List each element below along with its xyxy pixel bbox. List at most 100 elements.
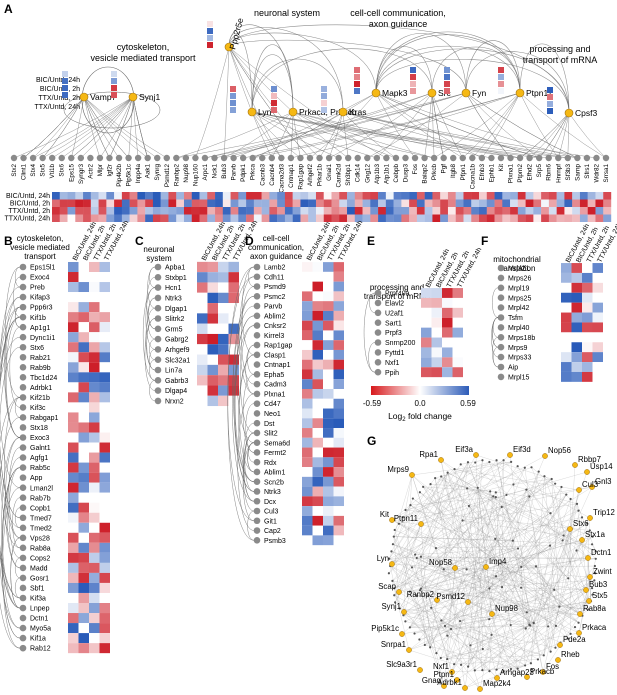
heatmap-cell	[561, 352, 572, 363]
a-hub-label: Prkaca, Prkacb	[299, 107, 357, 117]
heatmap-cell	[312, 359, 323, 370]
gene-node	[253, 332, 261, 339]
a-heatmap-cell	[114, 199, 123, 207]
g-edge	[501, 506, 534, 624]
g-edge	[420, 556, 596, 559]
a-heatmap-cell	[323, 192, 332, 200]
a-heatmap-cell	[385, 207, 394, 215]
heatmap-cell	[442, 307, 453, 318]
a-heatmap-cell	[510, 192, 519, 200]
g-small-node	[547, 625, 550, 628]
g-small-node	[473, 669, 476, 672]
g-small-node	[397, 522, 401, 525]
a-target-label: Prkcb	[431, 164, 438, 181]
heatmap-cell	[197, 344, 208, 355]
gene-node	[154, 377, 162, 384]
heatmap-cell	[207, 333, 218, 345]
heatmap-cell	[89, 322, 100, 333]
a-heatmap-cell	[269, 199, 278, 207]
heatmap-cell	[228, 292, 239, 304]
heatmap-cell	[68, 452, 79, 463]
g-edge	[479, 600, 590, 690]
gene-node	[253, 341, 261, 349]
g-edge	[517, 471, 588, 669]
a-edge	[319, 111, 344, 159]
a-heatmap-cell	[222, 199, 231, 207]
gene-label: Dync1i1	[30, 335, 55, 342]
a-heatmap-cell	[191, 214, 200, 222]
gene-node	[19, 323, 27, 331]
g-labeled-node	[434, 597, 440, 603]
g-edge	[393, 536, 400, 609]
g-edge	[411, 461, 512, 476]
category-cytoskeleton-line1: cytoskeleton,	[117, 42, 170, 52]
a-heatmap-cell	[440, 199, 449, 207]
a-heatmap-cell	[393, 192, 402, 200]
a-heatmap-cell	[517, 199, 526, 207]
heatmap-cell	[68, 362, 79, 373]
a-hub-label: Mapk3	[382, 88, 408, 98]
heatmap-cell	[99, 623, 110, 634]
heatmap-cell	[99, 392, 110, 403]
gene-node	[253, 527, 261, 534]
heatmap-cell	[442, 288, 453, 298]
heatmap-cell	[302, 262, 313, 272]
gene-node	[253, 283, 261, 290]
heatmap-cell	[78, 512, 89, 523]
a-target-node	[574, 154, 581, 162]
a-heatmap-cell	[284, 199, 293, 207]
g-edge	[430, 506, 502, 648]
heatmap-cell	[312, 291, 323, 302]
a-target-node	[259, 154, 266, 162]
g-small-node	[409, 503, 412, 507]
gene-label: Nxf1	[385, 360, 400, 367]
g-edge	[403, 615, 556, 648]
a-condition-label: TTX/Untd, 2h	[38, 95, 80, 102]
a-heatmap-cell	[393, 199, 402, 207]
heatmap-cell	[323, 379, 334, 389]
heatmap-cell	[99, 332, 110, 343]
a-edge	[433, 92, 521, 159]
a-heatmap-cell	[471, 199, 480, 207]
heatmap-cell	[452, 288, 463, 298]
gene-arc	[245, 403, 255, 453]
a-heatmap-cell	[199, 207, 208, 215]
a-edge	[375, 92, 540, 159]
a-heatmap-cell	[424, 214, 433, 222]
g-edge	[542, 517, 583, 673]
heatmap-cell	[68, 542, 79, 553]
heatmap-cell	[582, 312, 593, 323]
heatmap-cell	[323, 301, 334, 311]
a-hub-cell	[354, 74, 360, 80]
g-edge	[443, 565, 595, 570]
a-target-node	[526, 154, 533, 162]
gene-node	[19, 384, 27, 391]
a-edge	[567, 112, 570, 159]
heatmap-cell	[89, 542, 100, 553]
a-heatmap-cell	[347, 214, 355, 222]
heatmap-cell	[323, 457, 334, 468]
a-heatmap-cell	[52, 199, 60, 207]
a-heatmap-cell	[354, 199, 363, 207]
a-target-node	[154, 154, 161, 162]
g-edge	[411, 567, 587, 591]
g-small-node	[558, 605, 561, 608]
heatmap-cell	[571, 292, 582, 303]
heatmap-cell	[571, 263, 582, 273]
a-target-node	[182, 154, 190, 162]
heatmap-cell	[68, 272, 79, 283]
heatmap-cell	[333, 301, 344, 311]
gene-label: Cd47	[264, 401, 281, 408]
heatmap-cell	[99, 522, 110, 533]
a-edge	[71, 96, 85, 159]
gene-node	[154, 274, 162, 281]
a-heatmap-cell	[354, 192, 363, 200]
heatmap-cell	[197, 333, 208, 345]
a-heatmap-cell	[83, 192, 92, 200]
a-edge	[462, 92, 521, 159]
a-heatmap-cell	[572, 207, 581, 215]
a-hub-node	[427, 88, 437, 98]
a-edge	[292, 111, 301, 159]
a-edge	[519, 92, 559, 159]
g-labeled-node	[489, 611, 495, 617]
